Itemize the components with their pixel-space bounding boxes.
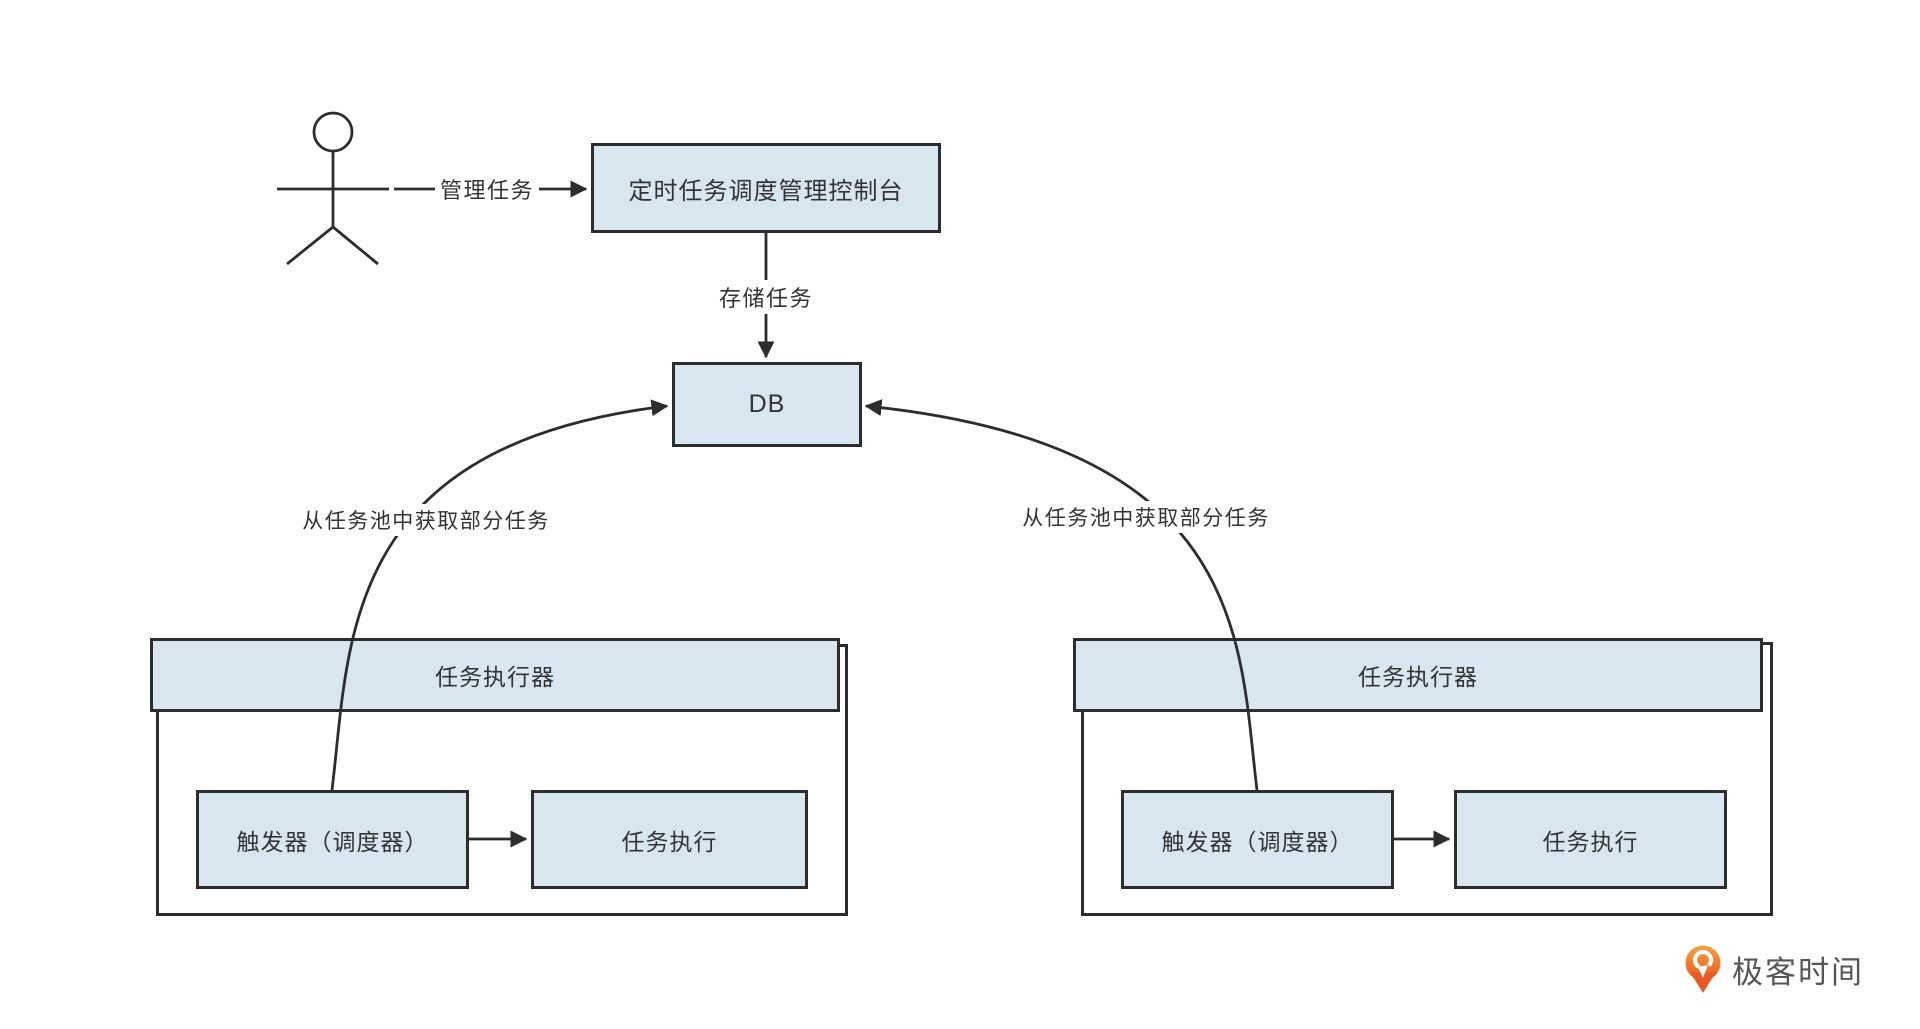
console-label: 定时任务调度管理控制台 — [628, 177, 904, 205]
executor-left-header: 任务执行器 — [150, 638, 840, 712]
trigger-left-box: 触发器（调度器） — [196, 790, 469, 889]
edge-label-fetch-right: 从任务池中获取部分任务 — [1017, 501, 1275, 533]
db-label: DB — [748, 390, 786, 418]
executor-left-title: 任务执行器 — [435, 664, 555, 690]
actor-icon — [277, 111, 389, 266]
edge-label-fetch-left: 从任务池中获取部分任务 — [297, 504, 555, 536]
executor-right-title: 任务执行器 — [1358, 664, 1478, 690]
trigger-right-box: 触发器（调度器） — [1121, 790, 1394, 889]
trigger-left-label: 触发器（调度器） — [236, 828, 429, 855]
exec-left-box: 任务执行 — [531, 790, 808, 889]
exec-right-label: 任务执行 — [1542, 828, 1639, 855]
db-box: DB — [672, 362, 862, 447]
edge-label-store: 存储任务 — [713, 280, 819, 314]
edge-label-manage: 管理任务 — [434, 172, 540, 206]
trigger-right-label: 触发器（调度器） — [1161, 828, 1354, 855]
geektime-logo-text: 极客时间 — [1732, 955, 1864, 990]
console-box: 定时任务调度管理控制台 — [591, 143, 941, 233]
executor-right-header: 任务执行器 — [1073, 638, 1763, 712]
exec-left-label: 任务执行 — [621, 828, 718, 855]
exec-right-box: 任务执行 — [1454, 790, 1727, 889]
geektime-logo-icon — [1685, 945, 1721, 993]
